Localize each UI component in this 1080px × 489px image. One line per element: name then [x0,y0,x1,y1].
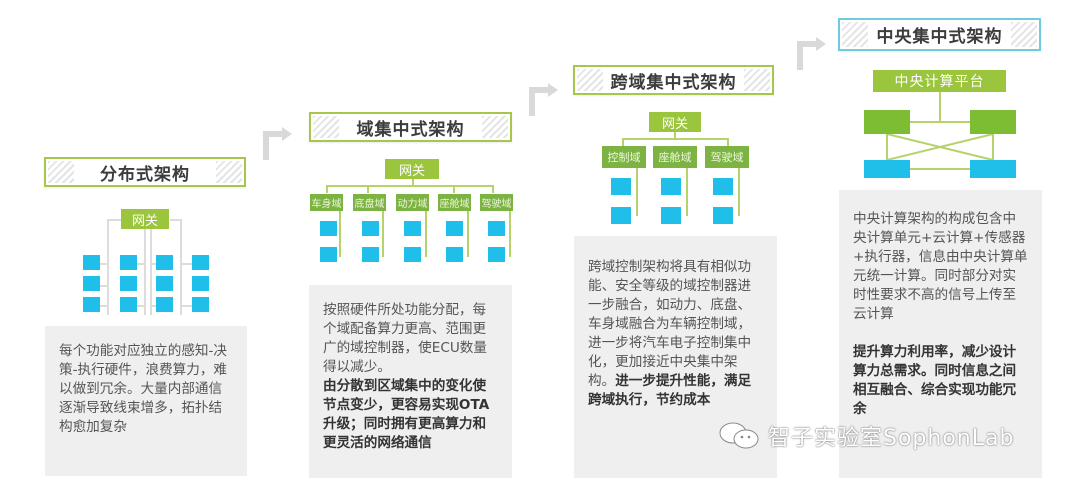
stage3-title: 跨域集中式架构 [573,65,774,95]
step-arrow-icon [797,37,826,70]
stage4-description: 中央计算架构的构成包含中央计算单元+云计算+传感器+执行器，信息由中央计算单元统… [839,190,1042,478]
step-arrow-icon [263,127,292,160]
domain-chassis: 底盘域 [353,194,386,211]
watermark: 智子实验室SophonLab [718,418,1014,454]
node-left [864,160,910,178]
domain-control: 控制域 [602,146,646,168]
wechat-icon [719,422,759,449]
domain-cockpit: 座舱域 [438,194,471,211]
domain-powertrain: 动力域 [396,194,429,211]
domain-body: 车身域 [310,194,343,211]
cross-links [886,134,994,161]
step-arrow-icon [529,83,558,116]
compute-unit-left [864,110,910,134]
compute-unit-right [970,110,1016,134]
central-compute-platform: 中央计算平台 [873,70,1006,92]
stage1-description: 每个功能对应独立的感知-决策-执行硬件，浪费算力，难以做到冗余。大量内部通信逐渐… [45,326,247,476]
stage2-title: 域集中式架构 [309,112,512,142]
stage2-description: 按照硬件所处功能分配，每个域配备算力更高、范围更广的域控制器，使ECU数量得以减… [309,285,512,478]
stage1-gateway: 网关 [121,209,169,229]
stage4-title: 中央集中式架构 [838,18,1041,51]
stage3-gateway: 网关 [649,112,701,132]
domain-cockpit: 座舱域 [653,146,697,168]
node-right [970,160,1016,178]
domain-driving: 驾驶域 [480,194,513,211]
stage1-title: 分布式架构 [44,157,246,187]
domain-driving: 驾驶域 [705,146,749,168]
stage2-gateway: 网关 [385,159,439,179]
